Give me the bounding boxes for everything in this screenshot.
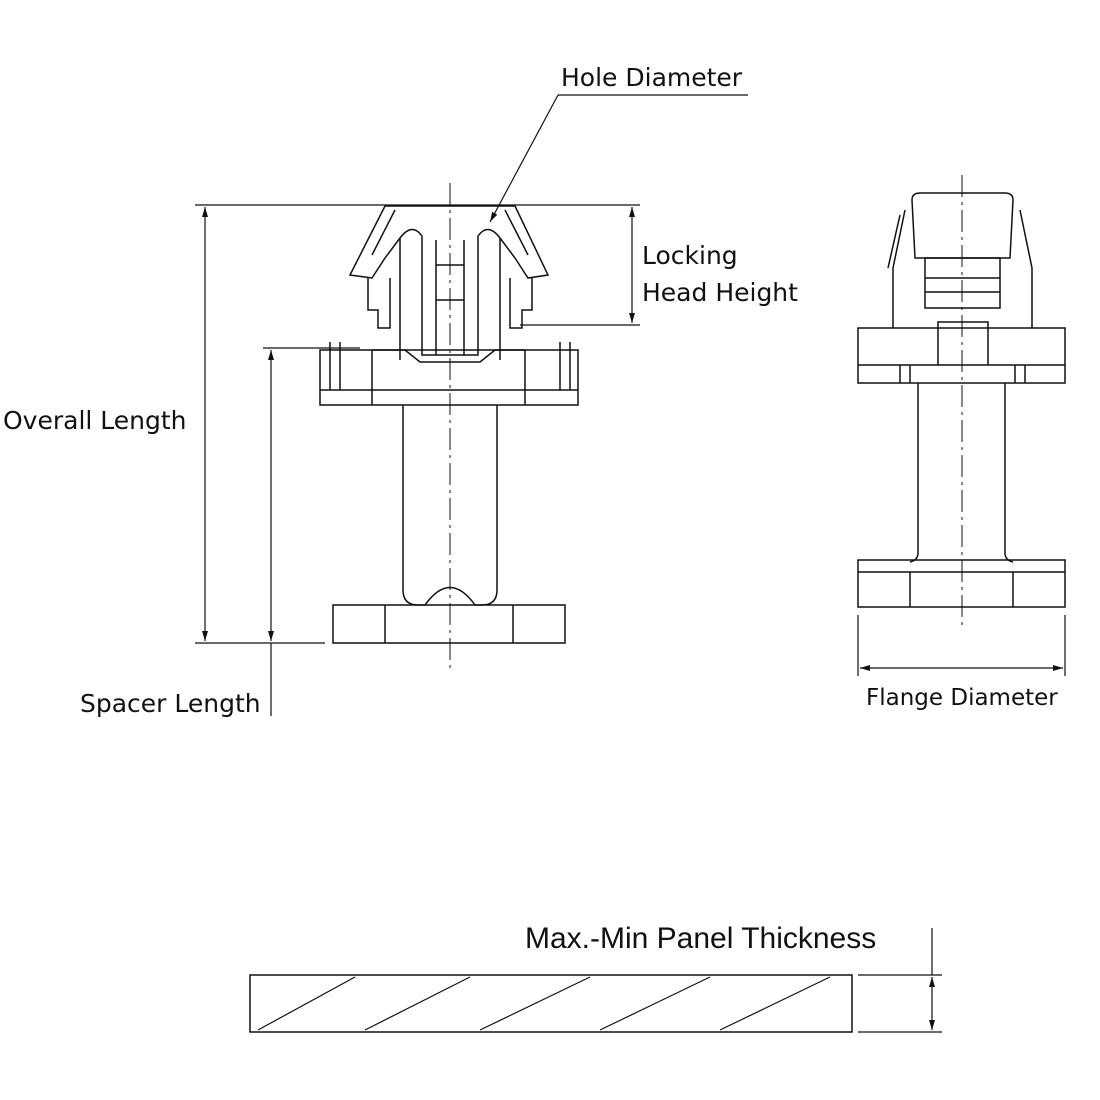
hole-diameter-label: Hole Diameter: [561, 63, 743, 92]
front-view-part: [319, 183, 579, 668]
flange-diameter-label: Flange Diameter: [866, 685, 1058, 711]
panel-section: [249, 974, 853, 1033]
dimension-lines: [195, 94, 1066, 1033]
panel-thickness-label: Max.-Min Panel Thickness: [525, 922, 877, 955]
spacer-length-label: Spacer Length: [80, 689, 261, 718]
overall-length-label: Overall Length: [3, 406, 187, 435]
side-view-part: [857, 175, 1066, 625]
locking-head-height-label-line1: Locking: [642, 241, 738, 270]
locking-head-height-label-line2: Head Height: [642, 278, 798, 307]
